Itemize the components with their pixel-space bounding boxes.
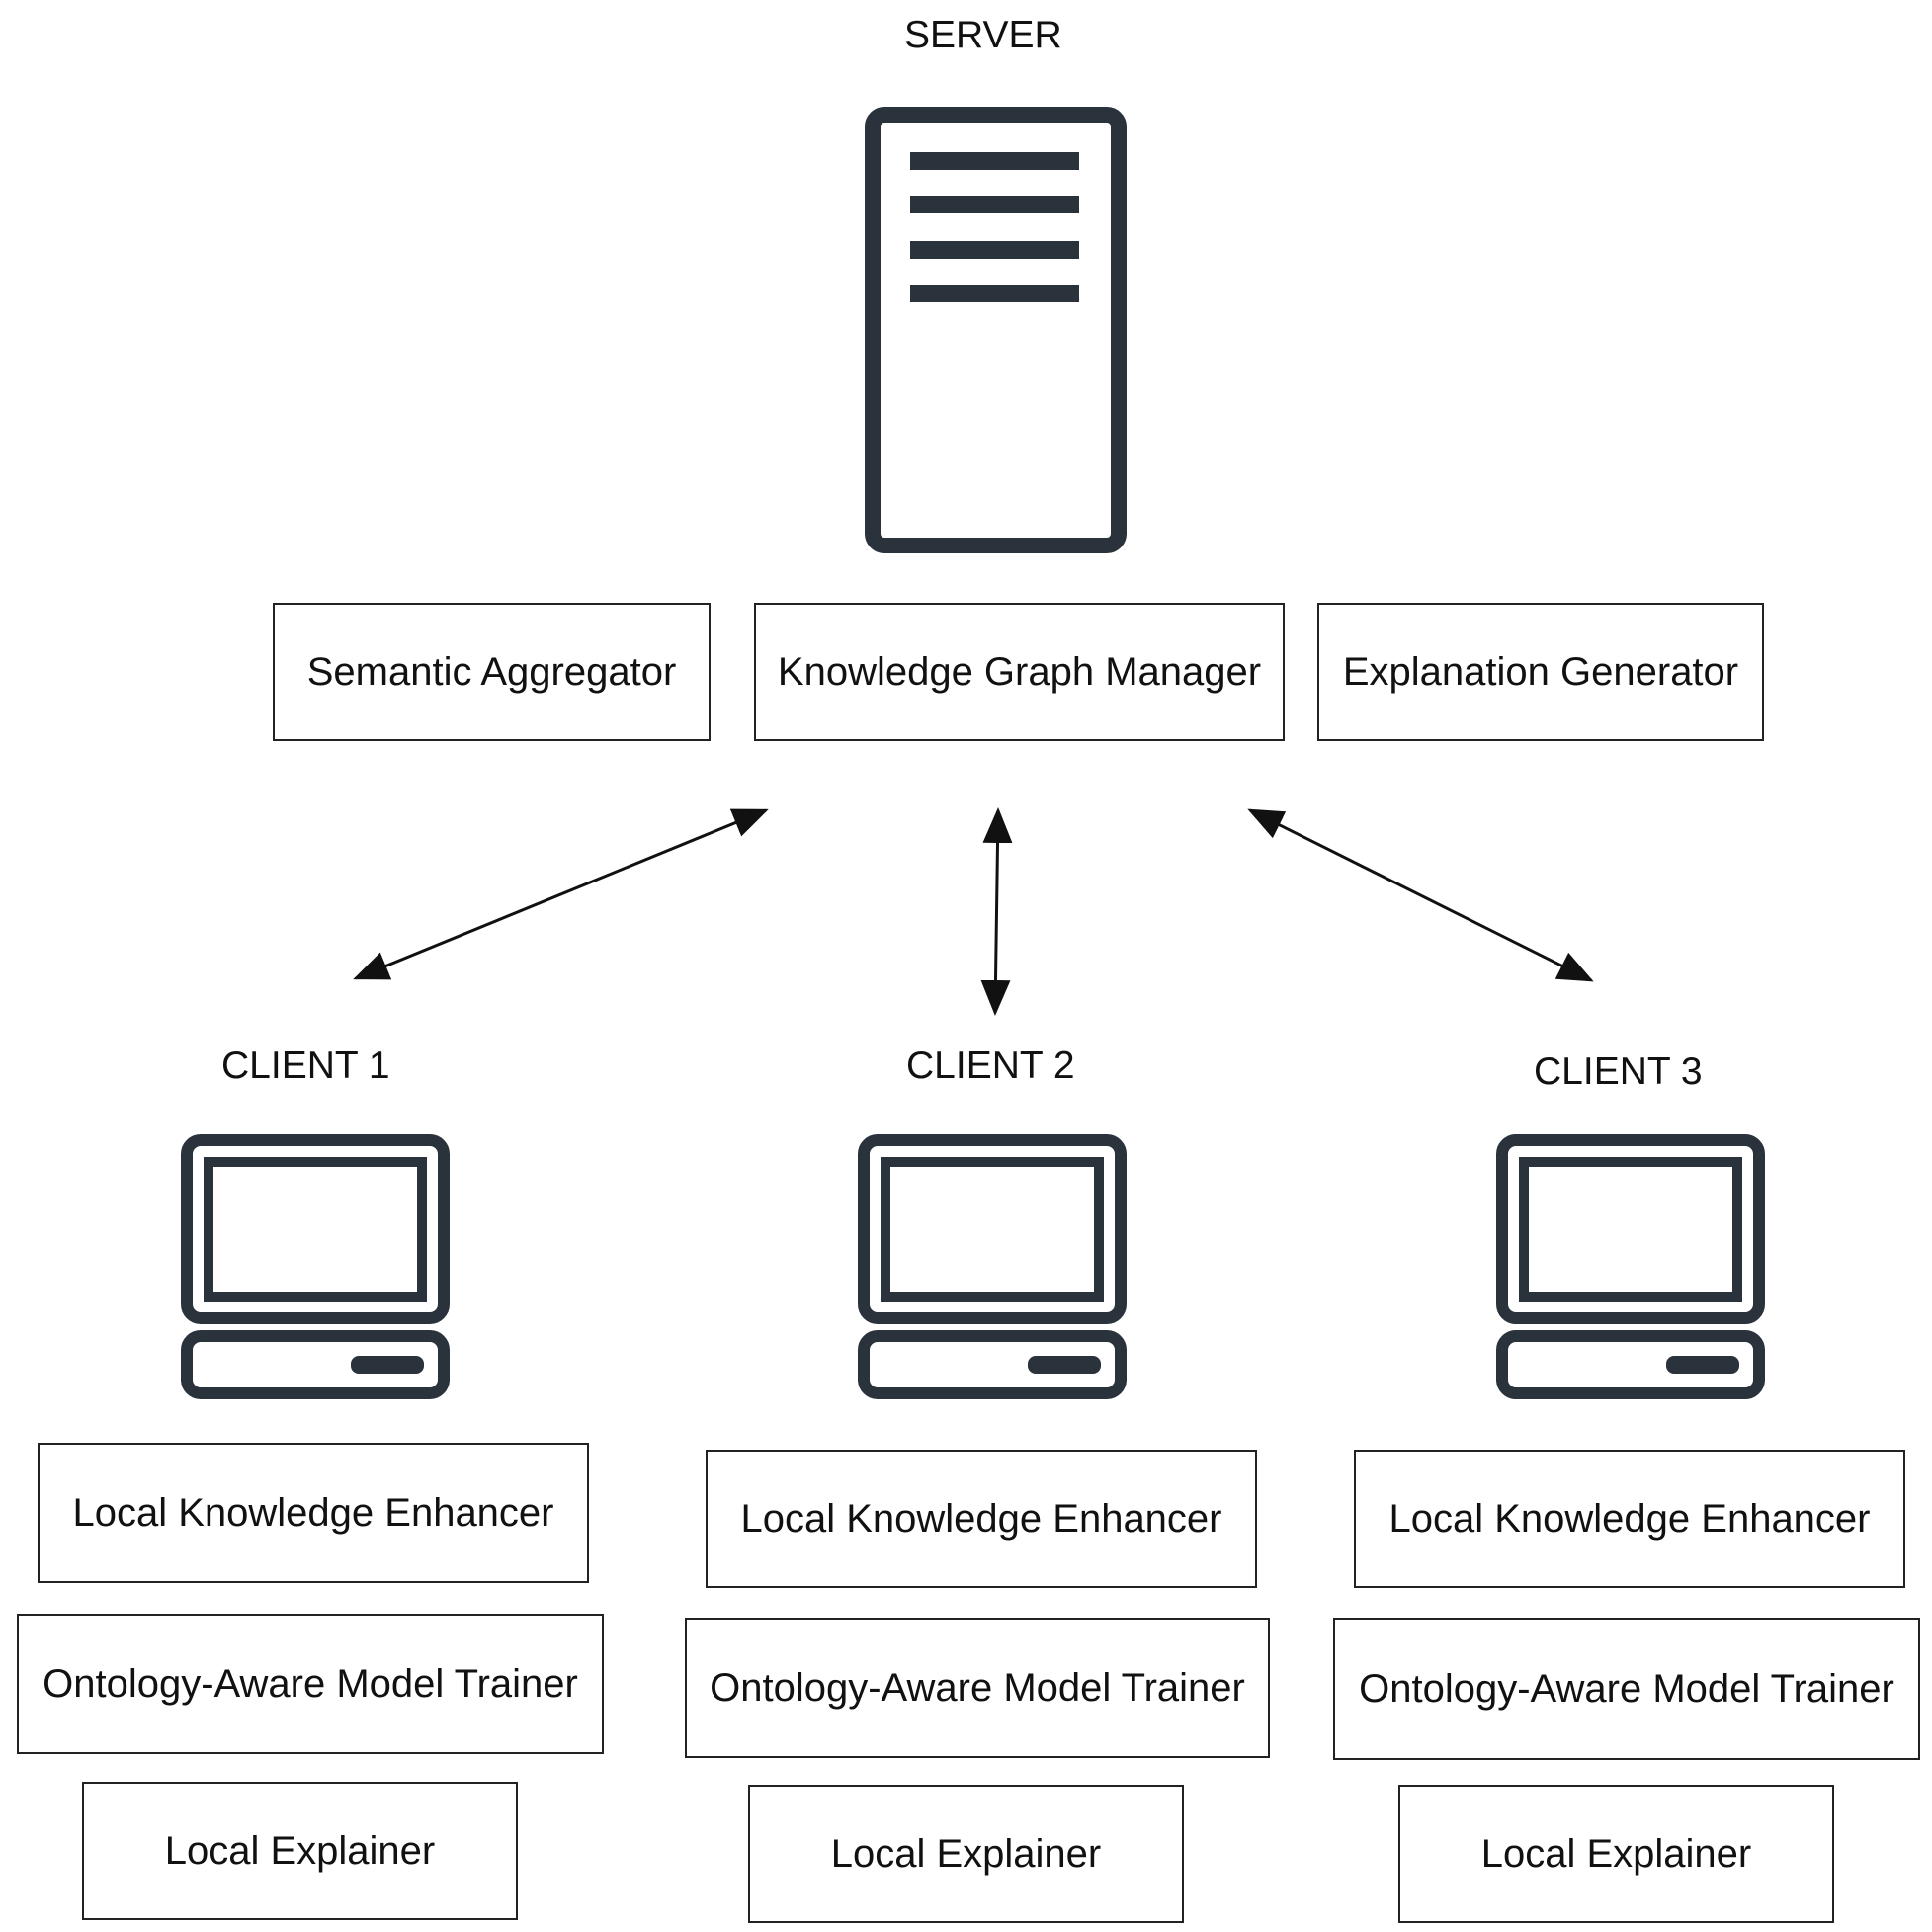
explanation-generator-box: Explanation Generator (1317, 603, 1764, 741)
client-3-local-knowledge-enhancer-box: Local Knowledge Enhancer (1354, 1450, 1905, 1588)
client-2-ontology-aware-model-trainer-box: Ontology-Aware Model Trainer (685, 1618, 1270, 1758)
client-2-local-knowledge-enhancer-box: Local Knowledge Enhancer (706, 1450, 1257, 1588)
arrow-client-2-server (980, 807, 1013, 1016)
client-3-ontology-aware-model-trainer-box: Ontology-Aware Model Trainer (1333, 1618, 1920, 1760)
arrow-client-1-server (353, 808, 769, 980)
client-1-title: CLIENT 1 (221, 1045, 390, 1087)
arrow-client-3-server (1247, 808, 1594, 982)
server-icon (865, 107, 1127, 553)
semantic-aggregator-box: Semantic Aggregator (273, 603, 711, 741)
knowledge-graph-manager-box: Knowledge Graph Manager (754, 603, 1285, 741)
client-3-title: CLIENT 3 (1534, 1050, 1703, 1093)
client-2-local-explainer-box: Local Explainer (748, 1785, 1184, 1923)
client-1-local-knowledge-enhancer-box: Local Knowledge Enhancer (38, 1443, 589, 1583)
client-1-local-explainer-box: Local Explainer (82, 1782, 518, 1920)
computer-icon (858, 1134, 1127, 1399)
client-1-ontology-aware-model-trainer-box: Ontology-Aware Model Trainer (17, 1614, 604, 1754)
computer-icon (1496, 1134, 1765, 1399)
client-2-title: CLIENT 2 (906, 1045, 1075, 1087)
client-3-local-explainer-box: Local Explainer (1398, 1785, 1834, 1923)
server-title: SERVER (904, 14, 1062, 56)
computer-icon (181, 1134, 450, 1399)
